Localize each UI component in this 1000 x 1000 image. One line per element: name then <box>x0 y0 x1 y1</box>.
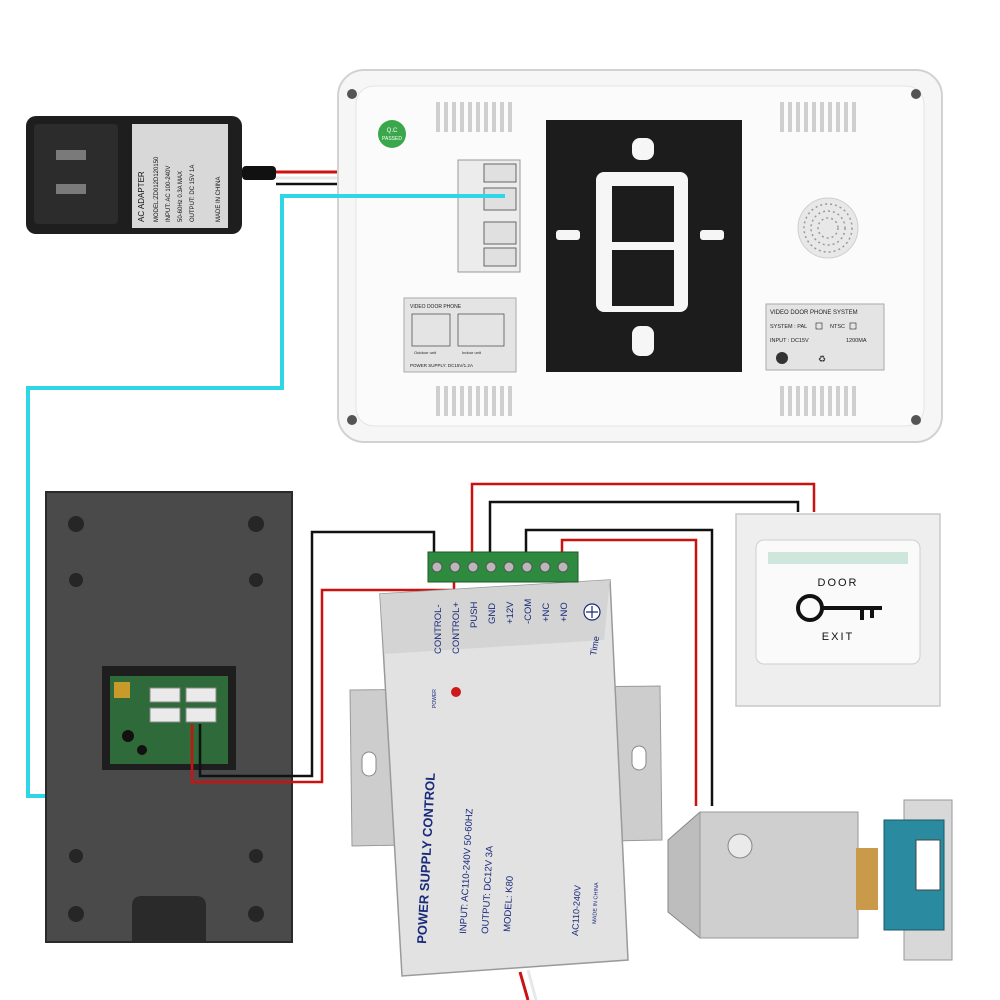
exit-button-plate: DOOR EXIT <box>735 513 941 707</box>
screw-hole-icon <box>249 573 263 587</box>
adapter-line-2: INPUT: AC 100-240V <box>166 166 172 222</box>
lock-wire-red <box>560 538 698 806</box>
exit-wire-red <box>470 482 816 562</box>
terminal-control-plus: CONTROL+ <box>451 602 462 654</box>
terminal-gnd: GND <box>487 603 498 624</box>
power-supply-made-in: MADE IN CHINA <box>592 882 600 924</box>
recycle-bin-icon: ♻ <box>818 354 826 364</box>
right-label-system: SYSTEM : PAL <box>770 324 807 330</box>
ce-mark-icon <box>776 352 788 364</box>
terminal-no: +NO <box>559 602 570 622</box>
monitor-connector <box>483 221 517 245</box>
right-label-current: 1200MA <box>846 338 867 344</box>
screw-hole-icon <box>249 849 263 863</box>
key-icon <box>796 594 882 622</box>
terminal-com: -COM <box>523 599 534 624</box>
adapter-line-1: MODEL:ZD012D120150 <box>154 156 160 222</box>
adapter-line-3: 50-60Hz 0.3A MAX <box>178 171 184 222</box>
monitor-left-label <box>403 297 517 373</box>
power-supply-model: MODEL: K80 <box>502 876 516 932</box>
lock-control-wire-red <box>190 570 456 784</box>
adapter-line-5: MADE IN CHINA <box>216 177 222 222</box>
left-label-indoor: Indoor unit <box>462 350 482 355</box>
qc-line-1: PASSED <box>382 136 402 142</box>
qc-sticker <box>378 120 406 148</box>
indoor-monitor: Q.C PASSED <box>337 69 943 443</box>
adapter-label <box>132 124 228 228</box>
time-label: Time <box>588 635 601 656</box>
adapter-line-4: OUTPUT: DC 15V 1A <box>190 165 196 222</box>
exit-button-bottom-text: EXIT <box>822 631 854 643</box>
lock-strike-plate <box>883 799 953 961</box>
right-label-title: VIDEO DOOR PHONE SYSTEM <box>770 310 858 316</box>
power-adapter: AC ADAPTER MODEL:ZD012D120150 INPUT: AC … <box>26 116 276 234</box>
lock-bolt <box>856 848 878 910</box>
right-label-ntsc: NTSC <box>830 324 845 330</box>
right-label-input: INPUT : DC15V <box>770 338 809 344</box>
exit-indicator-strip <box>768 552 908 564</box>
terminal-push: PUSH <box>469 601 480 628</box>
plug-prong-icon <box>56 184 86 194</box>
exit-button-top-text: DOOR <box>818 577 859 589</box>
lock-control-wire-black <box>198 530 436 778</box>
power-label: POWER <box>432 689 438 708</box>
lock-cylinder-icon <box>727 833 753 859</box>
electric-lock <box>667 811 878 939</box>
exit-wire-black <box>488 500 800 562</box>
screw-hole-icon <box>69 849 83 863</box>
terminal-12v: +12V <box>505 601 516 624</box>
left-label-title: VIDEO DOOR PHONE <box>410 304 462 310</box>
monitor-connector <box>483 187 517 211</box>
left-label-outdoor: Outdoor unit <box>414 350 437 355</box>
left-label-supply: POWER SUPPLY: DC15V/1.2A <box>410 363 473 368</box>
monitor-connector <box>483 247 517 267</box>
screw-hole-icon <box>69 573 83 587</box>
adapter-line-0: AC ADAPTER <box>137 171 146 222</box>
monitor-connector <box>483 163 517 183</box>
power-supply-output: OUTPUT: DC12V 3A <box>480 845 496 934</box>
lock-wire-black <box>524 528 714 806</box>
speaker-grill <box>797 197 859 259</box>
plug-prong-icon <box>56 150 86 160</box>
outdoor-unit <box>45 491 293 943</box>
power-supply: CONTROL- CONTROL+ PUSH GND +12V -COM +NC… <box>349 551 663 977</box>
power-supply-side-voltage: AC110-240V <box>570 885 583 936</box>
qc-line-0: Q.C <box>387 128 398 134</box>
power-led-icon <box>451 687 461 697</box>
terminal-nc: +NC <box>541 603 552 622</box>
terminal-control-minus: CONTROL- <box>433 604 444 654</box>
